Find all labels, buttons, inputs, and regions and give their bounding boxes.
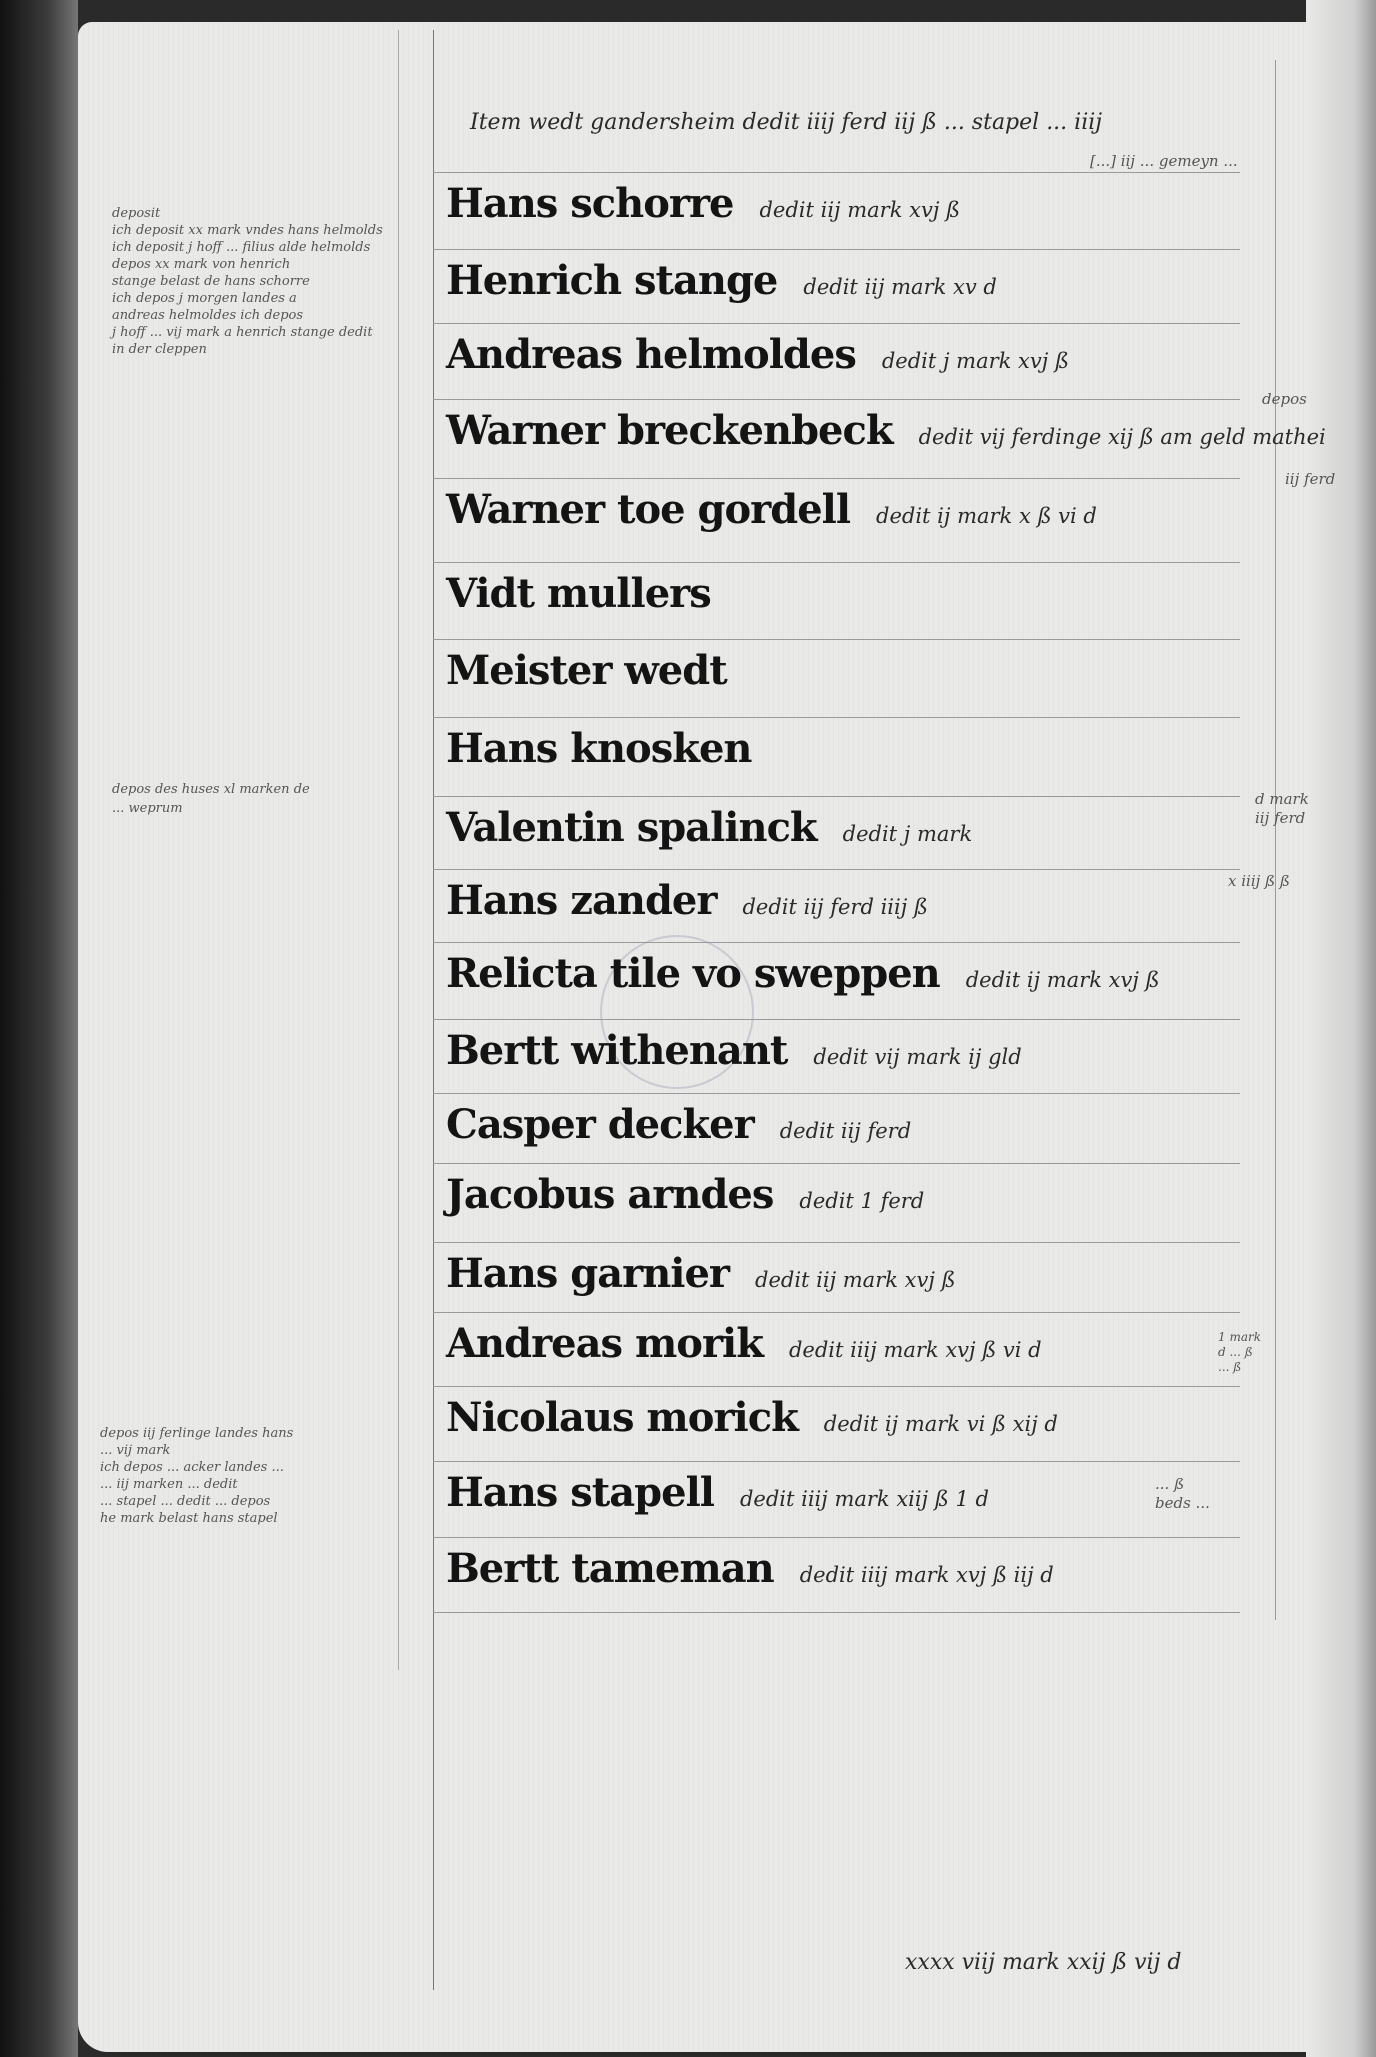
ruled-line [433, 323, 1240, 324]
header-subnote: [...] iij ... gemeyn ... [1090, 152, 1238, 170]
entry-name: Warner breckenbeck [446, 407, 894, 454]
ruled-line [433, 717, 1240, 718]
right-margin-note: 1 mark d ... ß ... ß [1218, 1330, 1261, 1374]
ruled-line [433, 639, 1240, 640]
entry-name: Valentin spalinck [446, 804, 818, 851]
entry-amount: dedit vij mark ij gld [813, 1045, 1022, 1069]
ruled-line [433, 562, 1240, 563]
ruled-line [433, 1537, 1240, 1538]
book-binding [0, 0, 78, 2057]
right-margin-note: x iiij ß ß [1228, 872, 1290, 890]
right-margin-note: depos [1262, 390, 1307, 408]
right-margin-note: ... ß beds ... [1155, 1475, 1210, 1512]
ledger-entry: Hans garnier dedit iij mark xvj ß [446, 1250, 956, 1297]
ruled-line [433, 172, 1240, 173]
ledger-entry: Hans schorre dedit iij mark xvj ß [446, 180, 960, 227]
ledger-entry: Meister wedt [446, 647, 753, 694]
ledger-entry: Nicolaus morick dedit ij mark vi ß xij d [446, 1394, 1058, 1441]
entry-amount: dedit vij ferdinge xij ß am geld mathei [918, 425, 1326, 449]
margin-note: deposit ich deposit xx mark vndes hans h… [112, 206, 383, 357]
entry-amount: dedit iiij mark xvj ß vi d [788, 1338, 1042, 1362]
entry-amount: dedit iij mark xv d [803, 275, 997, 299]
ledger-entry: Bertt tameman dedit iiij mark xvj ß iij d [446, 1545, 1054, 1592]
entry-amount: dedit iij ferd [779, 1119, 912, 1143]
margin-note: depos des huses xl marken de ... weprum [112, 782, 310, 816]
right-margin-note: iij ferd [1285, 470, 1336, 488]
page-edge [1306, 0, 1376, 2057]
entry-name: Casper decker [446, 1101, 755, 1148]
ruled-line [433, 1093, 1240, 1094]
ruled-line [433, 1612, 1240, 1613]
library-stamp [600, 935, 754, 1089]
ruled-line [433, 478, 1240, 479]
ledger-entry: Bertt withenant dedit vij mark ij gld [446, 1027, 1022, 1074]
entry-name: Hans zander [446, 877, 717, 924]
entry-name: Warner toe gordell [446, 486, 851, 533]
entry-name: Bertt withenant [446, 1027, 788, 1074]
entry-amount: dedit ij mark vi ß xij d [823, 1412, 1058, 1436]
entry-name: Nicolaus morick [446, 1394, 799, 1441]
ledger-entry: Warner toe gordell dedit ij mark x ß vi d [446, 486, 1097, 533]
ruled-line [433, 399, 1240, 400]
entry-name: Andreas helmoldes [446, 331, 857, 378]
ruled-line [433, 249, 1240, 250]
ruled-line [433, 1461, 1240, 1462]
entry-amount: dedit iiij mark xvj ß iij d [799, 1563, 1054, 1587]
entry-amount: dedit ij mark x ß vi d [876, 504, 1097, 528]
margin-rule [398, 30, 399, 1670]
entry-amount: dedit iij mark xvj ß [755, 1268, 956, 1292]
entry-amount: dedit iij ferd iiij ß [742, 895, 928, 919]
entry-name: Hans stapell [446, 1469, 715, 1516]
ledger-entry: Henrich stange dedit iij mark xv d [446, 257, 997, 304]
ledger-entry: Vidt mullers [446, 570, 737, 617]
entry-name: Meister wedt [446, 647, 728, 694]
entry-amount: dedit ij mark xvj ß [965, 968, 1160, 992]
entry-amount: dedit 1 ferd [799, 1189, 925, 1213]
entry-name: Hans knosken [446, 725, 752, 772]
entry-name: Bertt tameman [446, 1545, 775, 1592]
ledger-entry: Hans zander dedit iij ferd iiij ß [446, 877, 928, 924]
entry-name: Andreas morik [446, 1320, 764, 1367]
entry-name: Hans garnier [446, 1250, 730, 1297]
ledger-entry: Jacobus arndes dedit 1 ferd [446, 1171, 924, 1218]
ruled-line [433, 1163, 1240, 1164]
entry-amount: dedit iiij mark xiij ß 1 d [739, 1487, 989, 1511]
entry-name: Jacobus arndes [446, 1171, 774, 1218]
ruled-line [433, 869, 1240, 870]
ruled-line [433, 796, 1240, 797]
entry-name: Vidt mullers [446, 570, 712, 617]
ledger-entry: Andreas helmoldes dedit j mark xvj ß [446, 331, 1069, 378]
ledger-entry: Casper decker dedit iij ferd [446, 1101, 911, 1148]
ledger-entry: Valentin spalinck dedit j mark [446, 804, 972, 851]
entry-name: Relicta tile vo sweppen [446, 950, 941, 997]
entry-amount: dedit iij mark xvj ß [759, 198, 961, 222]
ledger-entry: Andreas morik dedit iiij mark xvj ß vi d [446, 1320, 1042, 1367]
column-rule-left [433, 30, 434, 1990]
ledger-entry: Relicta tile vo sweppen dedit ij mark xvj… [446, 950, 1160, 997]
ledger-entry: Warner breckenbeck dedit vij ferdinge xij… [446, 407, 1326, 454]
page-total: xxxx viij mark xxij ß vij d [905, 1950, 1182, 1975]
ruled-line [433, 1019, 1240, 1020]
entry-amount: dedit j mark xvj ß [881, 349, 1069, 373]
right-margin-note: d mark iij ferd [1255, 790, 1309, 827]
ruled-line [433, 1386, 1240, 1387]
column-rule-right [1275, 60, 1276, 1620]
ledger-entry: Hans stapell dedit iiij mark xiij ß 1 d [446, 1469, 989, 1516]
ruled-line [433, 942, 1240, 943]
entry-name: Henrich stange [446, 257, 778, 304]
ruled-line [433, 1312, 1240, 1313]
ruled-line [433, 1242, 1240, 1243]
entry-amount: dedit j mark [842, 822, 973, 846]
entry-name: Hans schorre [446, 180, 734, 227]
ledger-entry: Hans knosken [446, 725, 777, 772]
header-entry: Item wedt gandersheim dedit iiij ferd ii… [470, 110, 1103, 135]
margin-note: depos iij ferlinge landes hans ... vij m… [100, 1426, 294, 1526]
